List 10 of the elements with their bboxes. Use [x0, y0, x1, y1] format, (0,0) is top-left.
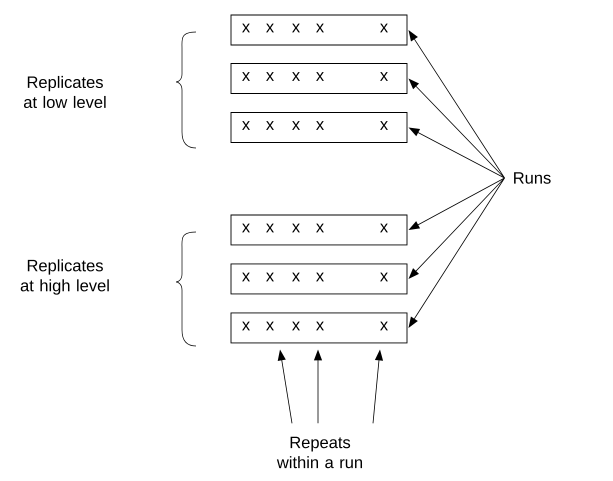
- data-box: x x x x x: [230, 112, 408, 143]
- data-box: x x x x x: [230, 264, 408, 294]
- brace-label: Replicates at low level: [24, 76, 106, 108]
- node-text: Runs: [514, 172, 551, 184]
- node-text: Repeats within a run: [276, 436, 362, 468]
- data-box: x x x x x: [230, 14, 408, 46]
- data-box: x x x x x: [230, 214, 408, 246]
- brace-label: Replicates at high level: [20, 259, 109, 295]
- data-box: x x x x x: [230, 312, 408, 344]
- data-box: x x x x x: [230, 63, 408, 94]
